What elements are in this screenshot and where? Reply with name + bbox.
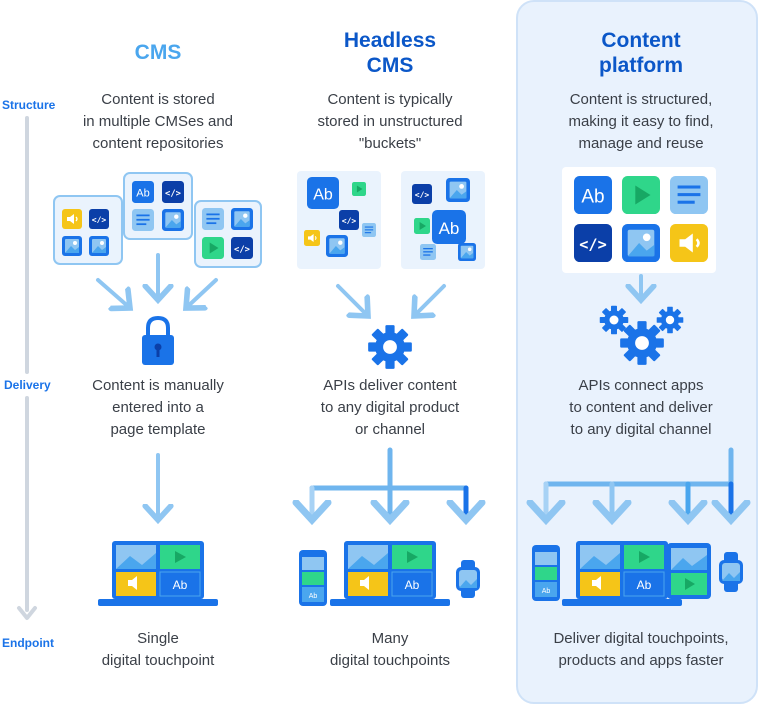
platform-distribution-arrows [546, 447, 731, 520]
cms-repository-group-1 [53, 195, 123, 265]
gears-icon [599, 305, 684, 366]
cms-structure-text: Content is stored in multiple CMSes and … [82, 91, 234, 152]
laptop-text-tile: Ab [173, 578, 188, 592]
laptop-icon: Ab [98, 541, 218, 606]
cms-endpoint-text: Single digital touchpoint [101, 630, 215, 669]
headless-structure-text: Content is typically stored in unstructu… [317, 91, 463, 152]
column-title-headless-cms: Headless CMS [343, 29, 437, 77]
stage-label-structure: Structure [2, 98, 56, 112]
gear-icon [367, 324, 413, 370]
phone-icon: Ab [299, 550, 327, 606]
cms-repository-group-3 [194, 200, 262, 268]
laptop-text-tile: Ab [405, 578, 420, 592]
platform-endpoint-text: Deliver digital touchpoints, products an… [553, 630, 729, 669]
phone-text-tile: Ab [309, 593, 318, 600]
platform-delivery-text: APIs connect apps to content and deliver… [569, 377, 713, 438]
cms-delivery-text: Content is manually entered into a page … [92, 377, 224, 438]
platform-structure-text: Content is structured, making it easy to… [568, 91, 714, 152]
laptop-icon: Ab [562, 541, 682, 606]
stage-timeline [17, 116, 37, 620]
laptop-icon: Ab [330, 541, 450, 606]
laptop-text-tile: Ab [637, 578, 652, 592]
tablet-icon [667, 543, 711, 599]
cms-repository-group-2 [123, 172, 193, 240]
column-title-content-platform: Content platform [599, 29, 683, 77]
watch-icon [456, 560, 480, 598]
headless-arrows-to-gear [336, 284, 446, 316]
headless-bucket-1 [297, 171, 381, 269]
headless-endpoint-text: Many digital touchpoints [329, 630, 451, 669]
column-title-cms: CMS [134, 41, 182, 64]
phone-icon: Ab [532, 545, 560, 601]
phone-text-tile: Ab [542, 588, 551, 595]
lock-icon [142, 315, 174, 365]
platform-structured-content [562, 167, 716, 273]
headless-distribution-arrows [312, 447, 466, 520]
stage-label-endpoint: Endpoint [2, 636, 54, 650]
cms-arrows-to-lock [96, 253, 218, 308]
stage-label-delivery: Delivery [4, 378, 51, 392]
headless-delivery-text: APIs deliver content to any digital prod… [320, 377, 460, 438]
headless-bucket-2 [401, 171, 485, 269]
watch-icon [719, 552, 743, 592]
